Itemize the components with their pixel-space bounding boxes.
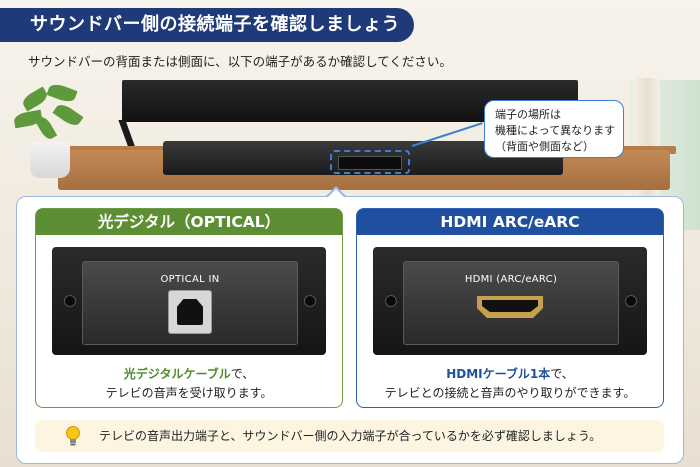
- hdmi-port-label: HDMI (ARC/eARC): [464, 274, 558, 285]
- optical-port-photo: OPTICAL IN: [52, 247, 326, 355]
- optical-jack-icon: [168, 290, 212, 334]
- plant-leaf: [34, 114, 58, 142]
- hdmi-description: HDMIケーブル1本で、 テレビとの接続と音声のやり取りができます。: [357, 365, 663, 403]
- hdmi-port-photo: HDMI (ARC/eARC): [373, 247, 647, 355]
- hdmi-jack-icon: [477, 296, 543, 318]
- plant-leaf: [20, 86, 50, 112]
- lightbulb-icon: [66, 426, 80, 446]
- optical-cable-highlight: 光デジタルケーブル: [123, 367, 231, 381]
- hdmi-card: HDMI ARC/eARC HDMI (ARC/eARC) HDMIケーブル1本…: [356, 208, 664, 408]
- page-title: サウンドバー側の接続端子を確認しましょう: [0, 8, 414, 42]
- optical-port-label: OPTICAL IN: [160, 274, 220, 285]
- callout-line-3: （背面や側面など）: [495, 140, 594, 153]
- screw-icon: [304, 295, 316, 307]
- optical-description-line2: テレビの音声を受け取ります。: [105, 386, 273, 400]
- hdmi-description-rest: で、: [550, 367, 574, 381]
- optical-card-title: 光デジタル（OPTICAL）: [36, 209, 342, 235]
- optical-card: 光デジタル（OPTICAL） OPTICAL IN 光デジタルケーブルで、 テレ…: [35, 208, 343, 408]
- hdmi-card-title: HDMI ARC/eARC: [357, 209, 663, 235]
- tip-text: テレビの音声出力端子と、サウンドバー側の入力端子が合っているかを必ず確認しましょ…: [99, 429, 602, 443]
- optical-description-rest: で、: [230, 367, 255, 381]
- hdmi-cable-highlight: HDMIケーブル1本: [446, 367, 551, 381]
- page-subtitle: サウンドバーの背面または側面に、以下の端子があるか確認してください。: [28, 54, 452, 69]
- plant-pot: [30, 142, 70, 178]
- screw-icon: [385, 295, 397, 307]
- panel-notch-inner: [327, 189, 345, 198]
- screw-icon: [625, 295, 637, 307]
- plant-leaf: [46, 81, 78, 105]
- hdmi-description-line2: テレビとの接続と音声のやり取りができます。: [384, 386, 636, 400]
- plant-leaf: [52, 101, 84, 129]
- hdmi-port-recess: HDMI (ARC/eARC): [403, 261, 619, 345]
- optical-description: 光デジタルケーブルで、 テレビの音声を受け取ります。: [36, 365, 342, 403]
- optical-port-recess: OPTICAL IN: [82, 261, 298, 345]
- callout-line-1: 端子の場所は: [495, 108, 561, 121]
- tip-box: テレビの音声出力端子と、サウンドバー側の入力端子が合っているかを必ず確認しましょ…: [35, 420, 664, 452]
- soundbar-port: [338, 156, 402, 170]
- screw-icon: [64, 295, 76, 307]
- soundbar-port-highlight: [330, 150, 410, 174]
- callout-line-2: 機種によって異なります: [495, 124, 616, 137]
- port-location-callout: 端子の場所は 機種によって異なります （背面や側面など）: [484, 100, 624, 158]
